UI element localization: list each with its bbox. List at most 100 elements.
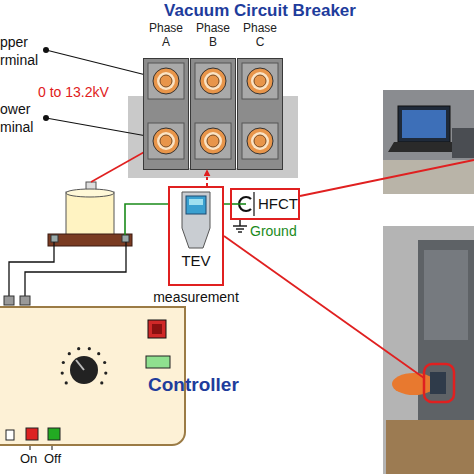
dial-mark xyxy=(97,352,100,355)
ground-label: Ground xyxy=(250,223,297,239)
measurement-arrow xyxy=(206,170,208,186)
terminal-plate xyxy=(242,63,278,99)
laptop-base xyxy=(388,142,460,152)
terminal-ring xyxy=(251,72,269,90)
terminal-bushing xyxy=(247,128,273,154)
breaker-phase: Phase C xyxy=(237,58,283,170)
tev-screen xyxy=(186,196,206,214)
stop-button-face xyxy=(152,324,162,334)
laptop-screen xyxy=(398,106,450,142)
switchgear-photo xyxy=(383,226,474,474)
terminal-label: ower minal xyxy=(0,100,33,136)
node-label: Controller xyxy=(148,374,239,396)
sensor-box: HFCT xyxy=(230,188,300,220)
controller-box: Controller xyxy=(0,306,186,446)
gloved-hand xyxy=(392,373,436,395)
terminal-bushing xyxy=(247,68,273,94)
terminal-core xyxy=(207,75,219,87)
node-label: TEV xyxy=(181,252,210,269)
node-label: HFCT xyxy=(258,195,298,212)
terminal-ring xyxy=(204,72,222,90)
switch xyxy=(6,430,14,440)
node-graphic xyxy=(144,59,188,169)
ground-symbol xyxy=(239,220,240,226)
switch-label: Off xyxy=(44,451,61,466)
analyzer-box xyxy=(452,128,474,158)
terminal-ring xyxy=(157,132,175,150)
diagram-title: Vacuum Circuit Breaker xyxy=(150,1,370,21)
node-label: Phase B xyxy=(196,21,230,49)
dial-mark xyxy=(62,361,65,364)
switchgear-panel xyxy=(424,250,468,340)
on-switch xyxy=(26,428,38,440)
controller-terminal xyxy=(4,296,14,305)
node-label: Phase A xyxy=(149,21,183,49)
controller-terminal xyxy=(20,296,30,305)
node-graphic xyxy=(191,59,235,169)
node-label: Phase C xyxy=(243,21,277,49)
terminal-plate xyxy=(195,63,231,99)
dial-mark xyxy=(88,347,91,350)
node-graphic xyxy=(170,188,222,284)
dial-mark xyxy=(65,381,68,384)
terminal-bushing xyxy=(200,68,226,94)
terminal-plate xyxy=(195,123,231,159)
dial-mark xyxy=(104,371,107,374)
dial-mark xyxy=(103,361,106,364)
pointer-line xyxy=(224,236,424,378)
ground-wire xyxy=(232,203,246,205)
voltage-label: 0 to 13.2kV xyxy=(38,84,109,100)
voltage-knob xyxy=(70,356,98,384)
terminal-bushing xyxy=(153,68,179,94)
terminal-ring xyxy=(157,72,175,90)
breaker-phase: Phase A xyxy=(143,58,189,170)
tev-sensor xyxy=(430,372,446,394)
terminal-plate xyxy=(242,123,278,159)
dial-mark xyxy=(61,371,64,374)
highlight-box xyxy=(424,364,454,402)
terminal-core xyxy=(254,135,266,147)
laptop-display xyxy=(402,110,446,138)
ground-symbol xyxy=(236,228,244,229)
terminal-core xyxy=(160,75,172,87)
wooden-pallet xyxy=(386,420,474,474)
transformer-terminal xyxy=(122,235,129,242)
control-wire xyxy=(9,242,54,300)
breaker-phase: Phase B xyxy=(190,58,236,170)
transformer-top xyxy=(66,189,114,197)
dial-mark xyxy=(77,347,80,350)
leader-line xyxy=(46,50,158,78)
stop-button xyxy=(148,320,166,338)
terminal-bushing xyxy=(153,128,179,154)
pointer-line xyxy=(300,160,474,196)
tev-device xyxy=(182,192,210,248)
lab-photo xyxy=(383,90,474,194)
ground-symbol xyxy=(238,231,242,232)
dial-mark xyxy=(100,381,103,384)
node-graphic xyxy=(238,59,282,169)
terminal-plate xyxy=(148,123,184,159)
terminal-core xyxy=(160,135,172,147)
terminal-bushing xyxy=(200,128,226,154)
tev-screen-detail xyxy=(189,199,203,205)
terminal-plate xyxy=(148,63,184,99)
switch-label: On xyxy=(20,451,37,466)
ground-symbol xyxy=(233,225,247,226)
node-caption: measurement xyxy=(153,289,239,305)
sensor-box: TEVmeasurement xyxy=(168,186,224,286)
transformer-body xyxy=(66,192,114,236)
terminal-ring xyxy=(251,132,269,150)
terminal-label: pper rminal xyxy=(0,33,38,69)
ct-divider xyxy=(253,192,254,216)
leader-line xyxy=(46,118,158,138)
dial-mark xyxy=(68,352,71,355)
indicator-lamp xyxy=(146,356,170,368)
terminal-ring xyxy=(204,132,222,150)
terminal-core xyxy=(207,135,219,147)
lab-photo-table xyxy=(383,160,474,194)
knob-pointer xyxy=(76,360,84,370)
control-wire xyxy=(25,242,126,300)
off-switch xyxy=(48,428,60,440)
transformer-terminal xyxy=(51,235,58,242)
